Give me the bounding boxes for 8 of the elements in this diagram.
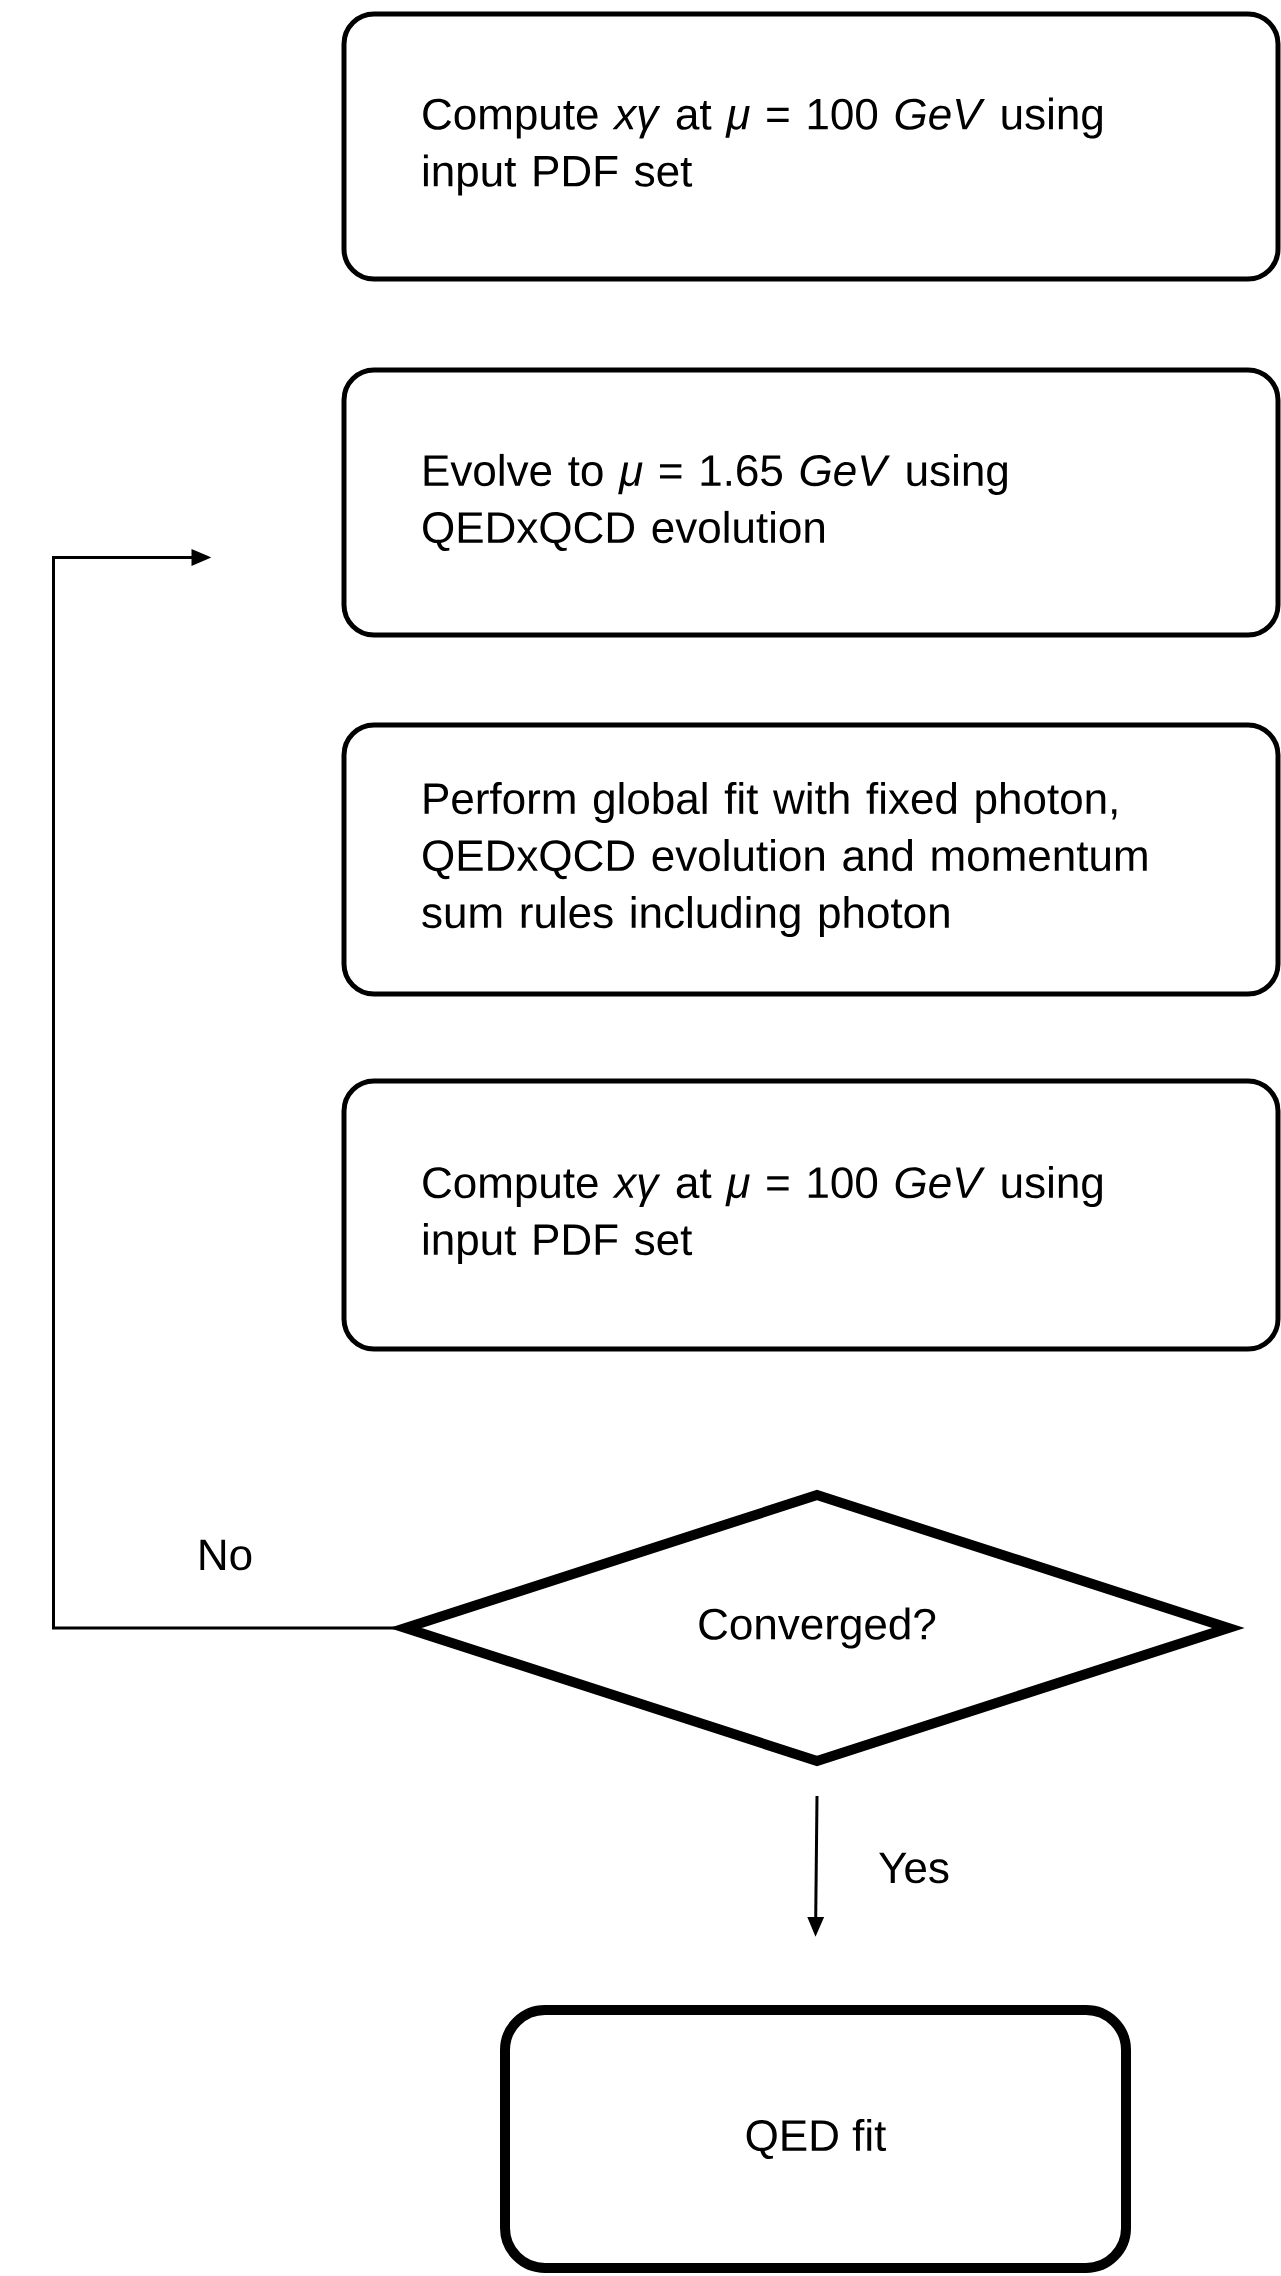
terminal-box: QED fit <box>500 2005 1131 2273</box>
process-box: Perform global fit with fixed photon, QEDxQCD evolution and momentum sum rules including photon <box>341 722 1281 997</box>
process-box: Compute xγ at μ = 100 GeV using input PDF set <box>341 1078 1281 1352</box>
arrow <box>52 549 399 1630</box>
edge-label: No <box>193 1536 257 1574</box>
process-box: Compute xγ at μ = 100 GeV using input PDF set <box>341 11 1281 282</box>
process-box: Evolve to μ = 1.65 GeV using QEDxQCD evolution <box>341 367 1281 638</box>
edge-label: Yes <box>875 1849 953 1887</box>
